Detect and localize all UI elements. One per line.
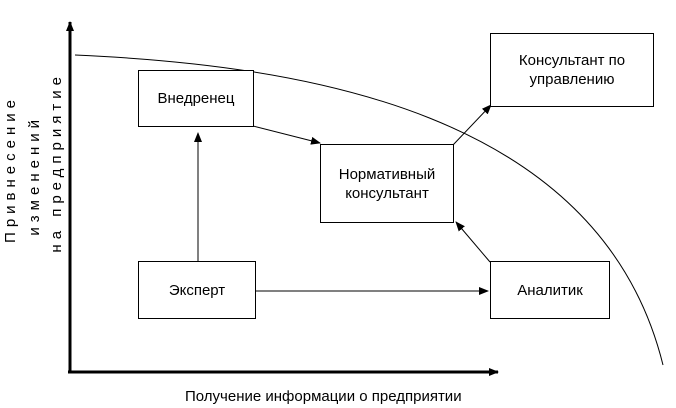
node-label: Консультант по управлению xyxy=(518,52,626,88)
boundary-curve xyxy=(74,54,664,366)
y-axis-label-line3: на предприятие xyxy=(48,72,65,253)
node-label: Внедренец xyxy=(157,90,235,107)
node-konsultant-upr: Консультант по управлению xyxy=(490,33,654,107)
node-normativny: Нормативный консультант xyxy=(320,144,454,223)
edge-analitik-normativny xyxy=(455,221,491,263)
y-axis-label-line1: Привнесение xyxy=(2,95,19,243)
node-analitik: Аналитик xyxy=(490,261,610,319)
node-ekspert: Эксперт xyxy=(138,261,256,319)
x-axis-label: Получение информации о предприятии xyxy=(185,388,462,405)
edge-normativny-konsultant xyxy=(452,104,492,146)
edge-vnedrenets-normativny xyxy=(252,125,321,145)
node-label: Аналитик xyxy=(517,281,583,299)
node-label: Эксперт xyxy=(168,281,226,299)
node-label: Нормативный консультант xyxy=(338,165,436,202)
y-axis-label-line2: изменений xyxy=(26,115,43,236)
node-vnedrenets: Внедренец xyxy=(138,70,254,127)
